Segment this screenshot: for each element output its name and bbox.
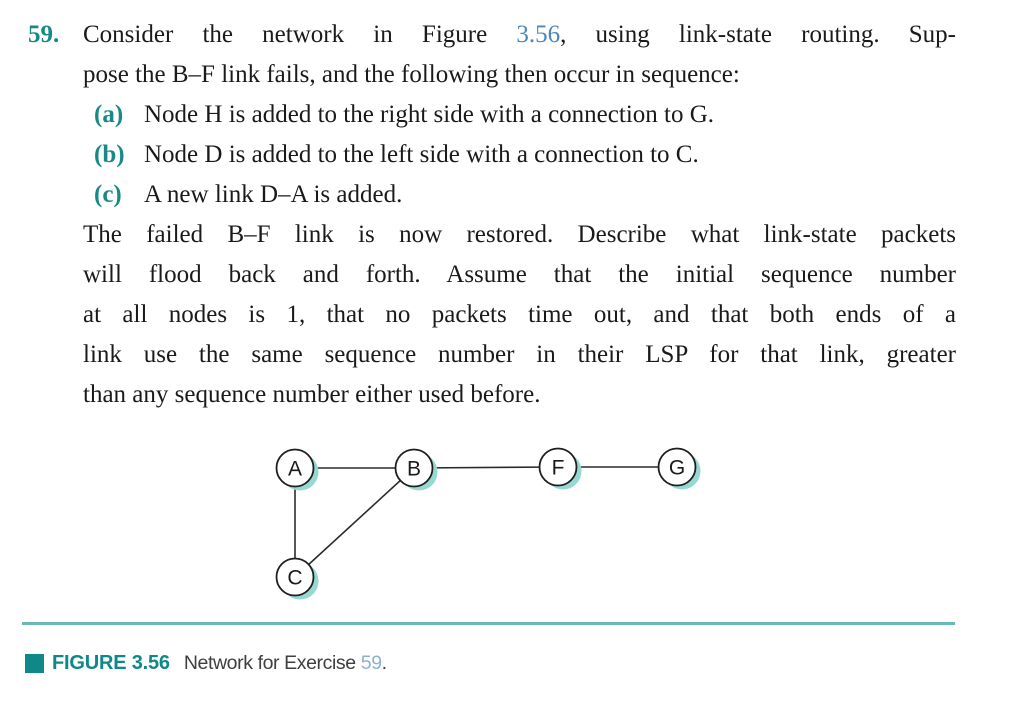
caption-square-icon	[25, 653, 44, 673]
figure-reference-link[interactable]: 3.56	[516, 21, 561, 48]
node-A-label: A	[288, 458, 302, 481]
exercise-number: 59.	[28, 21, 60, 48]
figure-caption: FIGURE 3.56 Network for Exercise 59.	[25, 650, 387, 676]
node-B: B	[394, 448, 438, 491]
node-A-circle	[275, 448, 315, 488]
network-figure: A B F G C	[0, 430, 1030, 620]
node-C: C	[275, 557, 319, 600]
item-text-b: Node D is added to the left side with a …	[144, 141, 699, 168]
node-C-label: C	[287, 567, 302, 590]
item-marker-a: (a)	[94, 101, 124, 128]
node-F: F	[538, 447, 582, 490]
caption-exercise-ref-link[interactable]: 59	[360, 651, 382, 674]
list-item-a: (a) Node H is added to the right side wi…	[83, 95, 956, 135]
node-B-circle	[394, 448, 434, 488]
exercise-line: Consider the network in Figure 3.56, usi…	[83, 15, 956, 55]
node-A: A	[275, 448, 319, 491]
item-marker-b: (b)	[94, 141, 125, 168]
item-text-a: Node H is added to the right side with a…	[144, 101, 715, 128]
node-B-label: B	[407, 458, 421, 481]
node-F-circle	[538, 447, 578, 487]
item-marker-c: (c)	[94, 181, 122, 208]
node-G-label: G	[669, 457, 685, 480]
exercise-line: will flood back and forth. Assume that t…	[83, 261, 956, 288]
exercise-line: at all nodes is 1, that no packets time …	[83, 301, 956, 328]
list-item-b: (b) Node D is added to the left side wit…	[83, 135, 956, 175]
caption-divider-rule	[22, 622, 955, 625]
line1-post: , using link-state routing. Sup-	[560, 21, 957, 48]
exercise-line: pose the B–F link fails, and the followi…	[83, 61, 740, 88]
edge-B-F	[413, 466, 559, 469]
edge-C-B	[294, 467, 415, 578]
caption-period: .	[381, 651, 387, 674]
exercise-line: The failed B–F link is now restored. Des…	[83, 221, 956, 248]
node-G: G	[657, 447, 701, 490]
network-topology-svg: A B F G C	[275, 447, 701, 600]
node-F-label: F	[552, 457, 565, 480]
exercise-line: link use the same sequence number in the…	[83, 341, 956, 368]
caption-text: Network for Exercise 59.	[184, 652, 387, 675]
node-G-circle	[657, 447, 697, 487]
item-text-c: A new link D–A is added.	[144, 181, 403, 208]
exercise-body: Consider the network in Figure 3.56, usi…	[83, 15, 956, 415]
node-C-circle	[275, 557, 315, 597]
line1-pre: Consider the network in Figure	[83, 21, 517, 48]
list-item-c: (c) A new link D–A is added.	[83, 175, 956, 215]
caption-text-body: Network for Exercise	[183, 651, 361, 674]
caption-label: FIGURE 3.56	[52, 651, 170, 674]
exercise-line: than any sequence number either used bef…	[83, 381, 541, 408]
